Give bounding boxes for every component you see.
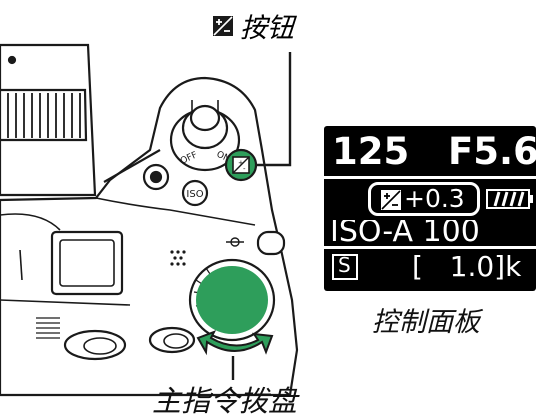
exposure-comp-value: +0.3 — [404, 184, 465, 213]
ev-button-callout: 按钮 — [212, 6, 294, 45]
svg-text:ISO: ISO — [186, 189, 203, 200]
exposure-compensation-icon — [213, 15, 233, 36]
shutter-speed-value: 125 — [332, 130, 410, 173]
lens-barrel — [0, 43, 97, 197]
control-panel-label: 控制面板 — [372, 307, 480, 338]
record-button — [142, 163, 170, 191]
exposure-compensation-button: + - — [224, 148, 258, 182]
shutter-release — [169, 100, 241, 172]
lcd-divider — [324, 176, 536, 179]
mode-value: S — [338, 253, 351, 277]
exposure-comp-box — [368, 182, 480, 216]
mode-indicator — [332, 254, 358, 280]
ev-button-leader — [256, 52, 292, 167]
main-dial-label: 主指令拨盘 — [152, 384, 298, 418]
iso-button: ISO — [181, 179, 209, 207]
dial-arrow — [196, 330, 274, 356]
control-panel-lcd: 125 F5.6 +0.3 ISO-A 100 S [ 1.0]k — [324, 126, 536, 291]
ev-button-label: 按钮 — [240, 13, 294, 44]
battery-icon — [486, 189, 533, 209]
camera-illustration: OFF ON ISO + - — [0, 43, 299, 397]
shots-remaining: [ 1.0]k — [412, 250, 522, 283]
lcd-divider — [324, 246, 536, 249]
svg-text:+: + — [238, 159, 244, 167]
exposure-compensation-icon — [381, 190, 401, 210]
iso-value: ISO-A 100 — [330, 220, 480, 246]
svg-text:-: - — [243, 165, 246, 173]
aperture-value: F5.6 — [448, 130, 536, 173]
main-command-dial — [188, 258, 276, 342]
